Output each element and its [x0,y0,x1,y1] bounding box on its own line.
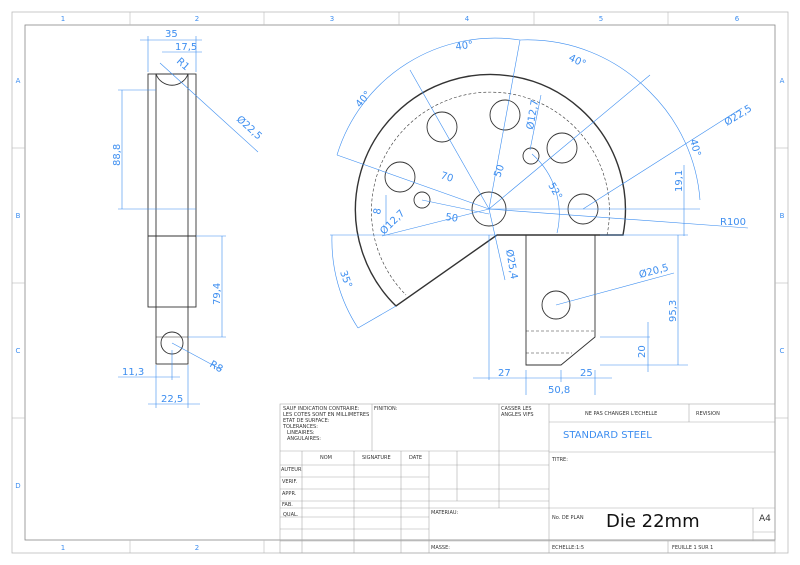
dim-70: 70 [439,170,455,184]
col-label: 5 [599,15,603,23]
no-plan-label: No. DE PLAN [552,515,584,521]
dim-angle-40: 40° [354,89,374,110]
note-line: TOLERANCES: [283,424,318,430]
dim-50-8: 50,8 [548,385,570,396]
zone-labels: 1 2 3 4 5 6 1 2 A B C D A B C [15,15,784,552]
dim-d22-5: Ø22,5 [722,102,754,128]
note-line: LINEAIRES: [287,430,315,436]
col-label: 3 [330,15,334,23]
general-notes: SAUF INDICATION CONTRAIRE: LES COTES SON… [283,406,369,442]
header-date: DATE [409,455,423,461]
titre-label: TITRE: [552,457,568,463]
row-label: D [15,482,20,490]
dim-angle-52: 52° [545,181,563,202]
col-label: 2 [195,544,199,552]
side-view-dimension-lines [118,36,259,408]
col-label: 6 [735,15,740,23]
title-block-grid [279,403,776,554]
dim-d25-4: Ø25,4 [503,248,520,280]
side-view [147,73,197,365]
dim-angle-40: 40° [687,138,702,158]
front-view [354,73,627,366]
header-signature: SIGNATURE [362,455,391,461]
dim-19-1: 19,1 [674,170,685,192]
row-qual: QUAL. [283,512,299,518]
dim-r8: R8 [208,359,225,375]
scale-note: NE PAS CHANGER L'ECHELLE [585,411,658,417]
casser-label: CASSER LES ANGLES VIFS [501,406,534,418]
dim-50: 50 [445,212,459,225]
dim-79-4: 79,4 [212,283,223,305]
row-label: A [16,77,21,85]
col-label: 1 [61,15,65,23]
dim-20: 20 [637,345,648,358]
sheet-number: FEUILLE 1 SUR 1 [672,545,714,551]
finition-label: FINITION: [374,406,398,412]
note-line: ETAT DE SURFACE: [283,418,330,424]
front-view-dimensions: 40° 40° 40° 40° 35° 52° Ø12,7 Ø12,7 Ø22,… [337,40,754,396]
row-fab: FAB. [282,502,293,508]
front-view-dimension-lines [330,37,749,395]
row-label: B [16,212,21,220]
row-verif: VERIF. [282,479,298,485]
note-line: ANGULAIRES: [287,436,321,442]
zone-ticks [12,12,788,553]
casser-line: CASSER LES [501,406,532,412]
dim-17-5: 17,5 [175,42,197,53]
inner-frame [24,24,776,541]
row-appr: APPR. [282,491,297,497]
dim-25: 25 [580,368,593,379]
dim-angle-40: 40° [455,40,474,53]
dim-r1: R1 [174,56,191,73]
dim-27: 27 [498,368,511,379]
scale-label: ECHELLE:1:5 [552,545,585,551]
casser-line: ANGLES VIFS [501,412,534,418]
masse-label: MASSE: [431,545,450,551]
revision-label: REVISION [696,411,720,417]
dim-50: 50 [492,163,507,179]
col-label: 2 [195,15,199,23]
dim-8: 8 [372,207,384,215]
materiau-label: MATERIAU: [431,510,459,516]
outer-frame [11,11,789,554]
material-value: STANDARD STEEL [563,430,652,441]
dim-88-8: 88,8 [112,144,123,166]
row-label: C [780,347,785,355]
row-auteur: AUTEUR [281,467,302,473]
drawing-number: Die 22mm [606,511,700,532]
col-label: 4 [465,15,470,23]
header-nom: NOM [320,455,332,461]
col-label: 1 [61,544,65,552]
dim-11-3: 11,3 [122,367,144,378]
dim-d20-5: Ø20,5 [638,262,670,281]
dim-22-5: 22,5 [161,394,183,405]
note-line: LES COTES SONT EN MILLIMETRES [283,412,370,418]
row-label: B [780,212,785,220]
dim-d12-7: Ø12,7 [524,99,541,131]
dim-angle-35: 35° [337,269,353,289]
dim-angle-40: 40° [567,53,588,70]
dim-95-3: 95,3 [668,300,679,322]
dim-r100: R100 [720,217,746,228]
sheet-format: A4 [759,514,771,524]
dim-35: 35 [165,29,178,40]
row-label: C [16,347,21,355]
dim-d22-5: Ø22,5 [234,113,264,142]
row-label: A [780,77,785,85]
note-line: SAUF INDICATION CONTRAIRE: [283,406,360,412]
